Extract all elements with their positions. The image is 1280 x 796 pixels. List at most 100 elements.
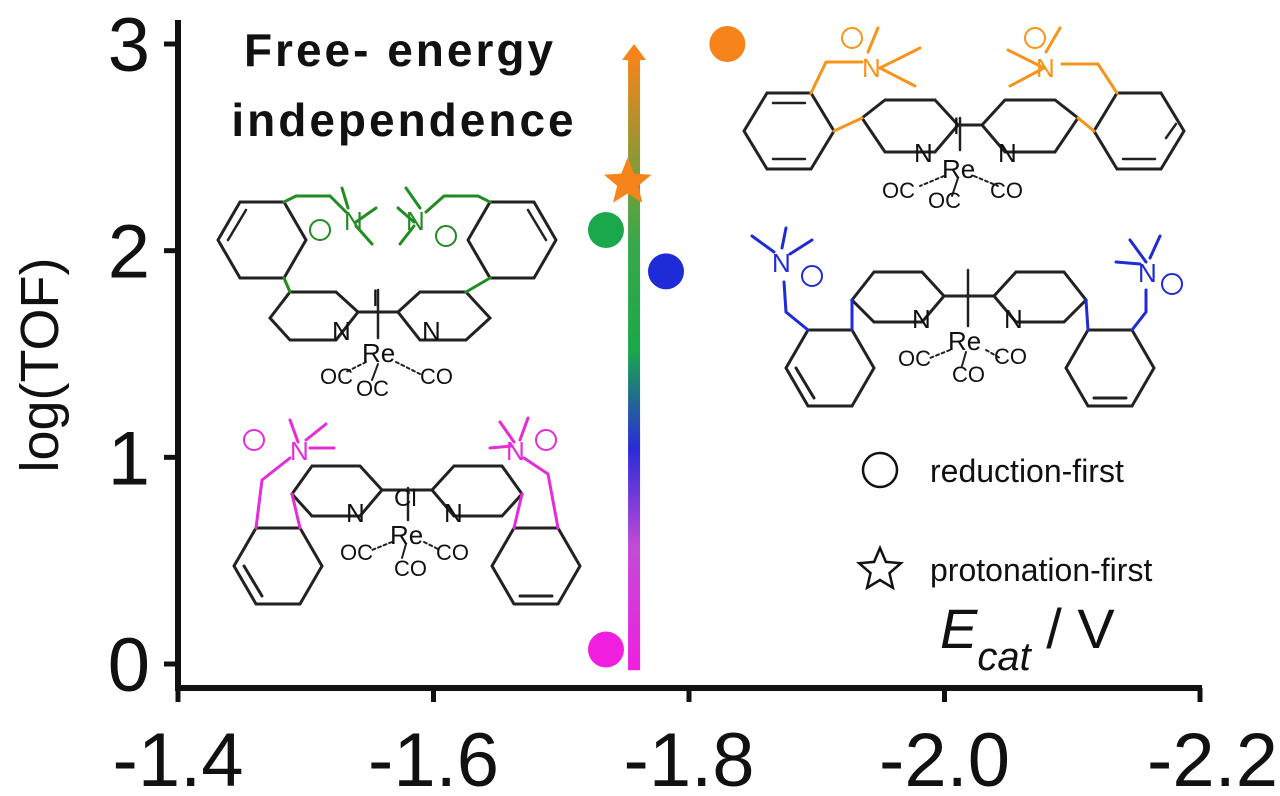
blue-linker: [782, 280, 810, 332]
orange-linker: [809, 60, 864, 95]
carbonyl-label: OC: [320, 364, 353, 389]
green-linker: [354, 224, 374, 246]
pyridine-ring: [395, 290, 493, 342]
coordination-bond: [345, 361, 367, 373]
nitrogen-label: N: [772, 248, 791, 278]
y-axis-label: log(TOF): [10, 257, 70, 472]
orange-linker: [878, 66, 917, 88]
x-axis-label: Ecat / V: [940, 597, 1115, 679]
ring-inner-bond: [794, 366, 816, 400]
blue-linker: [1084, 298, 1090, 332]
carbonyl-label: OC: [898, 346, 931, 371]
carbonyl-label: CO: [420, 364, 453, 389]
nitrogen-label: N: [912, 304, 931, 334]
orange-linker: [1008, 66, 1046, 88]
nitrogen-label: N: [998, 138, 1017, 168]
positive-charge-icon: [535, 429, 557, 451]
orange-linker: [1076, 116, 1096, 133]
carbonyl-label: OC: [340, 540, 373, 565]
carbonyl-label: CO: [436, 540, 469, 565]
positive-charge-icon: [1161, 273, 1183, 295]
rhenium-label: Re: [942, 154, 975, 184]
green-linker: [398, 224, 416, 246]
positive-charge-icon: [1024, 27, 1046, 49]
nitrogen-label: N: [914, 138, 933, 168]
iodide-label: I: [372, 285, 379, 312]
iodide-label: I: [953, 113, 960, 140]
phenyl-ring: [216, 200, 308, 280]
pyridine-ring: [859, 98, 961, 154]
nitrogen-label: N: [506, 436, 525, 466]
positive-charge-icon: [801, 265, 823, 287]
phenyl-ring: [784, 328, 876, 408]
x-tick-label: -1.8: [624, 718, 755, 796]
blue-linker: [1148, 234, 1162, 260]
blue-complex-structure: [750, 226, 1183, 408]
ring-inner-bond: [526, 208, 548, 242]
carbonyl-label: CO: [952, 362, 985, 387]
annotation-line-1: Free- energy: [244, 24, 556, 76]
phenyl-ring: [466, 200, 558, 280]
blue-linker: [780, 226, 788, 250]
x-axis-label-unit: / V: [1031, 597, 1116, 660]
data-point-1: [603, 157, 652, 203]
nitrogen-label: N: [422, 316, 441, 346]
blue-complex-labels: N N N N Re OC CO CO: [772, 248, 1157, 387]
phenyl-ring: [232, 526, 324, 606]
blue-linker: [788, 238, 814, 256]
carbonyl-label: CO: [394, 556, 427, 581]
green-linker: [340, 186, 350, 210]
blue-linker: [1130, 288, 1148, 332]
rhenium-label: Re: [948, 326, 981, 356]
coordination-bond: [371, 363, 379, 381]
magenta-linker: [522, 456, 560, 530]
positive-charge-icon: [243, 429, 265, 451]
coordination-bond: [919, 175, 945, 187]
ring-inner-bond: [226, 208, 248, 242]
magenta-linker: [254, 456, 292, 530]
orange-linker: [1044, 26, 1062, 54]
magenta-linker: [512, 492, 524, 530]
magenta-linker: [518, 416, 530, 442]
x-tick-label: -2.0: [879, 718, 1010, 796]
carbonyl-label: CO: [990, 178, 1023, 203]
x-tick-label: -1.4: [113, 718, 244, 796]
magenta-linker: [290, 492, 302, 530]
positive-charge-icon: [309, 219, 331, 241]
nitrogen-label: N: [1036, 53, 1055, 83]
coordination-bond: [951, 177, 959, 197]
nitrogen-label: N: [346, 498, 365, 528]
x-ticks: -1.4-1.6-1.8-2.0-2.2: [113, 688, 1278, 796]
green-linker: [396, 206, 416, 224]
orange-linker: [832, 116, 864, 133]
legend-marker-circle-icon: [861, 451, 899, 489]
coordination-bond: [973, 175, 999, 187]
coordination-bond: [401, 543, 407, 559]
carbonyl-label: OC: [928, 188, 961, 213]
data-point-3: [648, 253, 685, 290]
positive-charge-icon: [435, 225, 457, 247]
blue-linker: [1128, 238, 1148, 264]
coordination-bond: [961, 351, 967, 367]
x-tick-label: -1.6: [368, 718, 499, 796]
green-linker: [354, 206, 378, 224]
green-linker: [424, 194, 492, 214]
magenta-complex-structure: [232, 416, 582, 606]
free-energy-arrow: [622, 44, 647, 671]
green-linker: [282, 194, 348, 214]
orange-linker: [878, 46, 922, 70]
carbonyl-label: OC: [356, 376, 389, 401]
y-tick-label: 1: [108, 416, 150, 501]
coordination-bond: [395, 361, 421, 375]
magenta-linker: [498, 420, 516, 444]
magenta-linker: [288, 418, 300, 444]
arrow-shaft: [628, 56, 641, 671]
nitrogen-label: N: [344, 206, 363, 236]
carbonyl-label: OC: [882, 178, 915, 203]
legend-label-protonation-first: protonation-first: [930, 552, 1152, 588]
data-point-0: [709, 26, 746, 62]
green-complex-labels: N N N N I Re OC OC CO: [320, 206, 453, 401]
arrow-head: [622, 44, 647, 60]
